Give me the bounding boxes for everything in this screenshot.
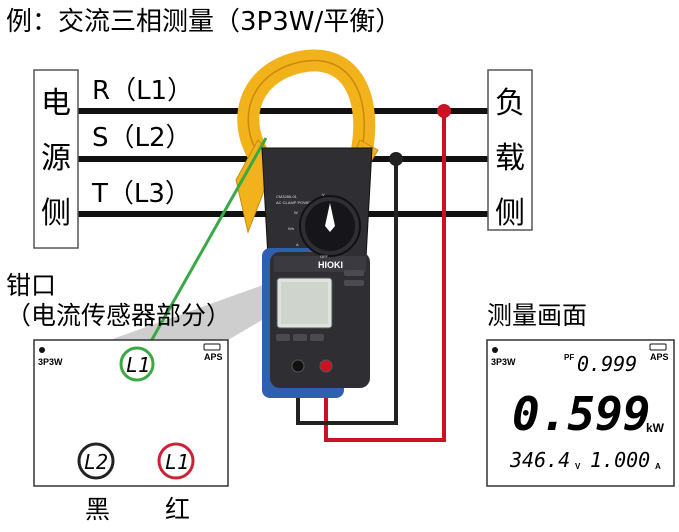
left-aps: APS <box>204 352 223 362</box>
red-probe-wire <box>324 111 446 442</box>
red-probe-contact <box>437 104 451 118</box>
main-value: 0.599 <box>512 387 650 441</box>
left-lcd-screen: 3P3W APS L1 L2 L1 <box>33 339 229 487</box>
dial-label-v: V <box>322 192 325 197</box>
top-indicator-ring <box>119 346 155 382</box>
line-label-s: S（L2） <box>92 123 192 153</box>
clamp-meter-body: HIOKI CM3286-01 AC CLAMP POWER METER W W… <box>261 147 373 398</box>
voltage-value: 346.4 <box>509 448 570 472</box>
pf-value: 0.999 <box>577 352 637 376</box>
red-label: 红 <box>165 495 190 524</box>
red-indicator-ring <box>157 442 195 480</box>
source-char-3: 侧 <box>41 196 71 231</box>
black-indicator: L2 <box>84 450 108 474</box>
source-char-2: 源 <box>41 141 71 176</box>
dial-label-w: W <box>294 210 298 215</box>
right-lcd-screen: 3P3W APS PF 0.999 0.599 kW 346.4 V 1.000… <box>486 339 675 487</box>
left-mode: 3P3W <box>38 357 63 367</box>
screen-label: 测量画面 <box>487 301 587 330</box>
device-sub: AC CLAMP POWER METER <box>276 200 328 205</box>
current-value: 1.000 <box>590 448 650 472</box>
dial-label-off: OFF <box>320 254 329 259</box>
load-side-box <box>487 69 533 231</box>
load-char-1: 负 <box>495 86 525 121</box>
black-probe-contact <box>389 152 403 166</box>
page-title: 例：交流三相测量（3P3W/平衡） <box>6 7 401 37</box>
main-unit: kW <box>646 421 665 435</box>
black-label: 黑 <box>85 495 110 524</box>
dial-label-a: A <box>296 242 299 247</box>
voltage-unit: V <box>575 462 581 471</box>
load-char-2: 载 <box>495 141 525 176</box>
dial-label-wh: Wh <box>288 226 294 231</box>
pf-label: PF <box>564 353 574 362</box>
black-indicator-ring <box>77 442 115 480</box>
current-unit: A <box>655 462 661 471</box>
device-brand: HIOKI <box>318 260 343 270</box>
red-indicator: L1 <box>165 450 189 474</box>
load-char-3: 侧 <box>495 196 525 231</box>
source-char-1: 电 <box>41 86 71 121</box>
line-label-t: T（L3） <box>91 179 191 209</box>
right-aps: APS <box>650 352 669 362</box>
clamp-pointer-line <box>148 137 268 344</box>
right-mode: 3P3W <box>491 357 516 367</box>
device-model: CM3286-01 <box>276 194 298 199</box>
clamp-sublabel: （电流传感器部分） <box>6 301 231 330</box>
source-side-box <box>33 69 79 249</box>
top-indicator: L1 <box>126 353 150 377</box>
line-label-r: R（L1） <box>92 76 193 106</box>
clamp-label: 钳口 <box>6 271 56 300</box>
